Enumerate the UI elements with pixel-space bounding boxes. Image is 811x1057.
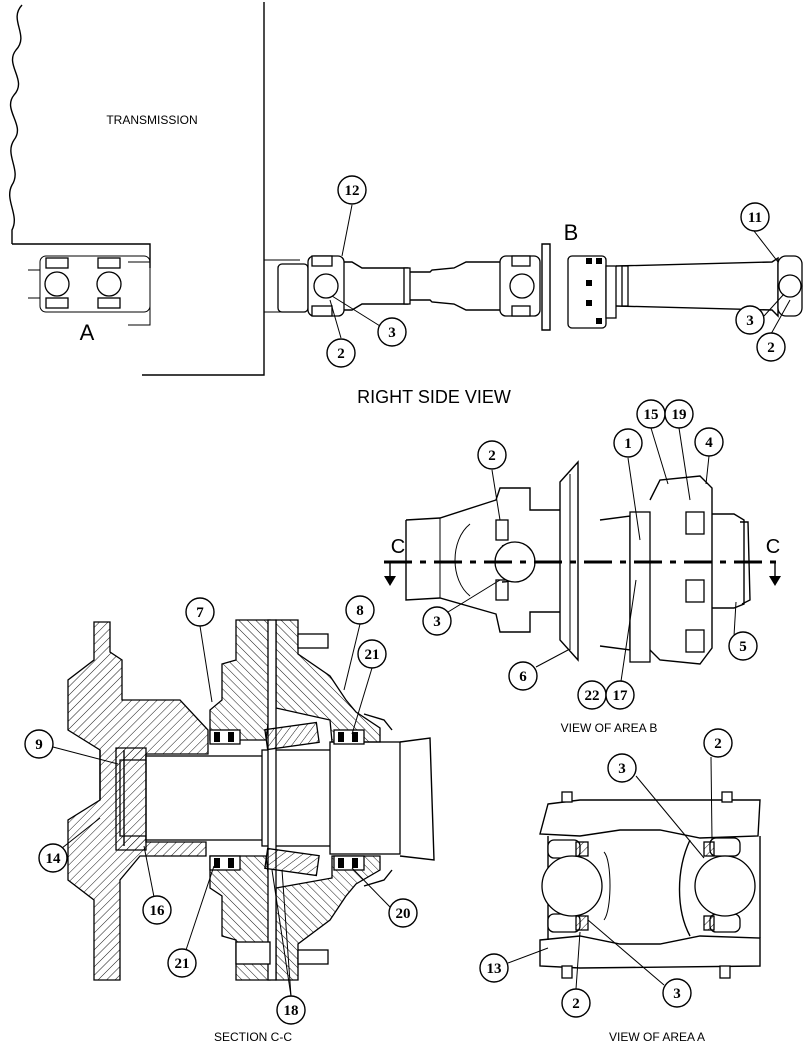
section-c-right: C — [766, 536, 780, 558]
svg-text:20: 20 — [396, 906, 411, 922]
callout-8: 8 — [345, 595, 375, 625]
svg-text:9: 9 — [35, 737, 43, 753]
callout-7: 7 — [185, 597, 215, 627]
callout-21: 21 — [167, 948, 197, 978]
svg-text:12: 12 — [345, 183, 360, 199]
svg-text:3: 3 — [746, 313, 754, 329]
callout-3: 3 — [662, 978, 692, 1008]
callout-3: 3 — [422, 606, 452, 636]
view-of-area-a: 2 3 13 2 3 VIEW OF AREA A — [479, 728, 761, 1044]
svg-text:11: 11 — [748, 210, 762, 226]
callout-21: 21 — [357, 639, 387, 669]
drive-shaft — [264, 243, 803, 331]
svg-text:2: 2 — [572, 996, 580, 1012]
callout-18: 18 — [276, 995, 306, 1025]
callout-19: 19 — [664, 399, 694, 429]
svg-text:7: 7 — [196, 605, 204, 621]
svg-text:14: 14 — [46, 851, 62, 867]
svg-text:21: 21 — [175, 956, 190, 972]
callout-2: 2 — [561, 988, 591, 1018]
section-cc-title: SECTION C-C — [214, 1030, 292, 1044]
callout-3: 3 — [607, 753, 637, 783]
transmission-outline — [12, 2, 265, 376]
callout-16: 16 — [142, 895, 172, 925]
svg-text:19: 19 — [672, 407, 687, 423]
svg-text:2: 2 — [337, 346, 345, 362]
callout-2: 2 — [756, 332, 786, 362]
svg-text:3: 3 — [388, 325, 396, 341]
callout-11: 11 — [740, 202, 770, 232]
view-of-area-b: C C 15 19 4 2 1 3 5 6 22 17 VIEW OF AREA… — [384, 399, 781, 735]
transmission-wavy-edge — [9, 4, 23, 244]
svg-text:3: 3 — [673, 986, 681, 1002]
svg-text:16: 16 — [150, 903, 166, 919]
callout-12: 12 — [337, 175, 367, 205]
svg-text:17: 17 — [613, 688, 629, 704]
callout-5: 5 — [728, 631, 758, 661]
callout-2: 2 — [326, 338, 356, 368]
ujoint-area-a-small — [28, 255, 151, 326]
svg-text:18: 18 — [284, 1003, 299, 1019]
callout-2: 2 — [477, 440, 507, 470]
svg-text:13: 13 — [487, 961, 502, 977]
transmission-label: TRANSMISSION — [106, 113, 197, 127]
callout-1: 1 — [613, 428, 643, 458]
right-side-view: TRANSMISSION A — [9, 2, 803, 407]
callout-3: 3 — [735, 305, 765, 335]
callout-20: 20 — [388, 898, 418, 928]
svg-text:22: 22 — [585, 688, 600, 704]
section-c-left: C — [391, 536, 405, 558]
svg-text:3: 3 — [618, 761, 626, 777]
callout-4: 4 — [694, 427, 724, 457]
svg-text:6: 6 — [519, 669, 527, 685]
callout-9: 9 — [24, 729, 54, 759]
svg-text:15: 15 — [644, 407, 659, 423]
view-area-a-title: VIEW OF AREA A — [609, 1030, 705, 1044]
callout-14: 14 — [38, 843, 68, 873]
svg-text:3: 3 — [433, 614, 441, 630]
callout-22: 22 — [577, 680, 607, 710]
svg-text:2: 2 — [767, 340, 775, 356]
section-c-c: 7 8 21 9 14 16 21 20 18 SECTION C-C — [24, 595, 435, 1044]
svg-text:21: 21 — [365, 647, 380, 663]
svg-text:5: 5 — [739, 639, 747, 655]
view-area-b-title: VIEW OF AREA B — [561, 721, 658, 735]
callout-3: 3 — [377, 317, 407, 347]
svg-text:2: 2 — [488, 448, 496, 464]
callout-6: 6 — [508, 661, 538, 691]
callout-13: 13 — [479, 953, 509, 983]
svg-text:4: 4 — [705, 435, 713, 451]
area-a-letter: A — [80, 320, 95, 345]
callout-15: 15 — [636, 399, 666, 429]
callout-17: 17 — [605, 680, 635, 710]
svg-text:2: 2 — [714, 736, 722, 752]
callout-2: 2 — [703, 728, 733, 758]
svg-text:8: 8 — [356, 603, 364, 619]
svg-text:1: 1 — [624, 436, 632, 452]
area-b-letter: B — [564, 220, 579, 245]
right-side-view-title: RIGHT SIDE VIEW — [357, 387, 511, 407]
